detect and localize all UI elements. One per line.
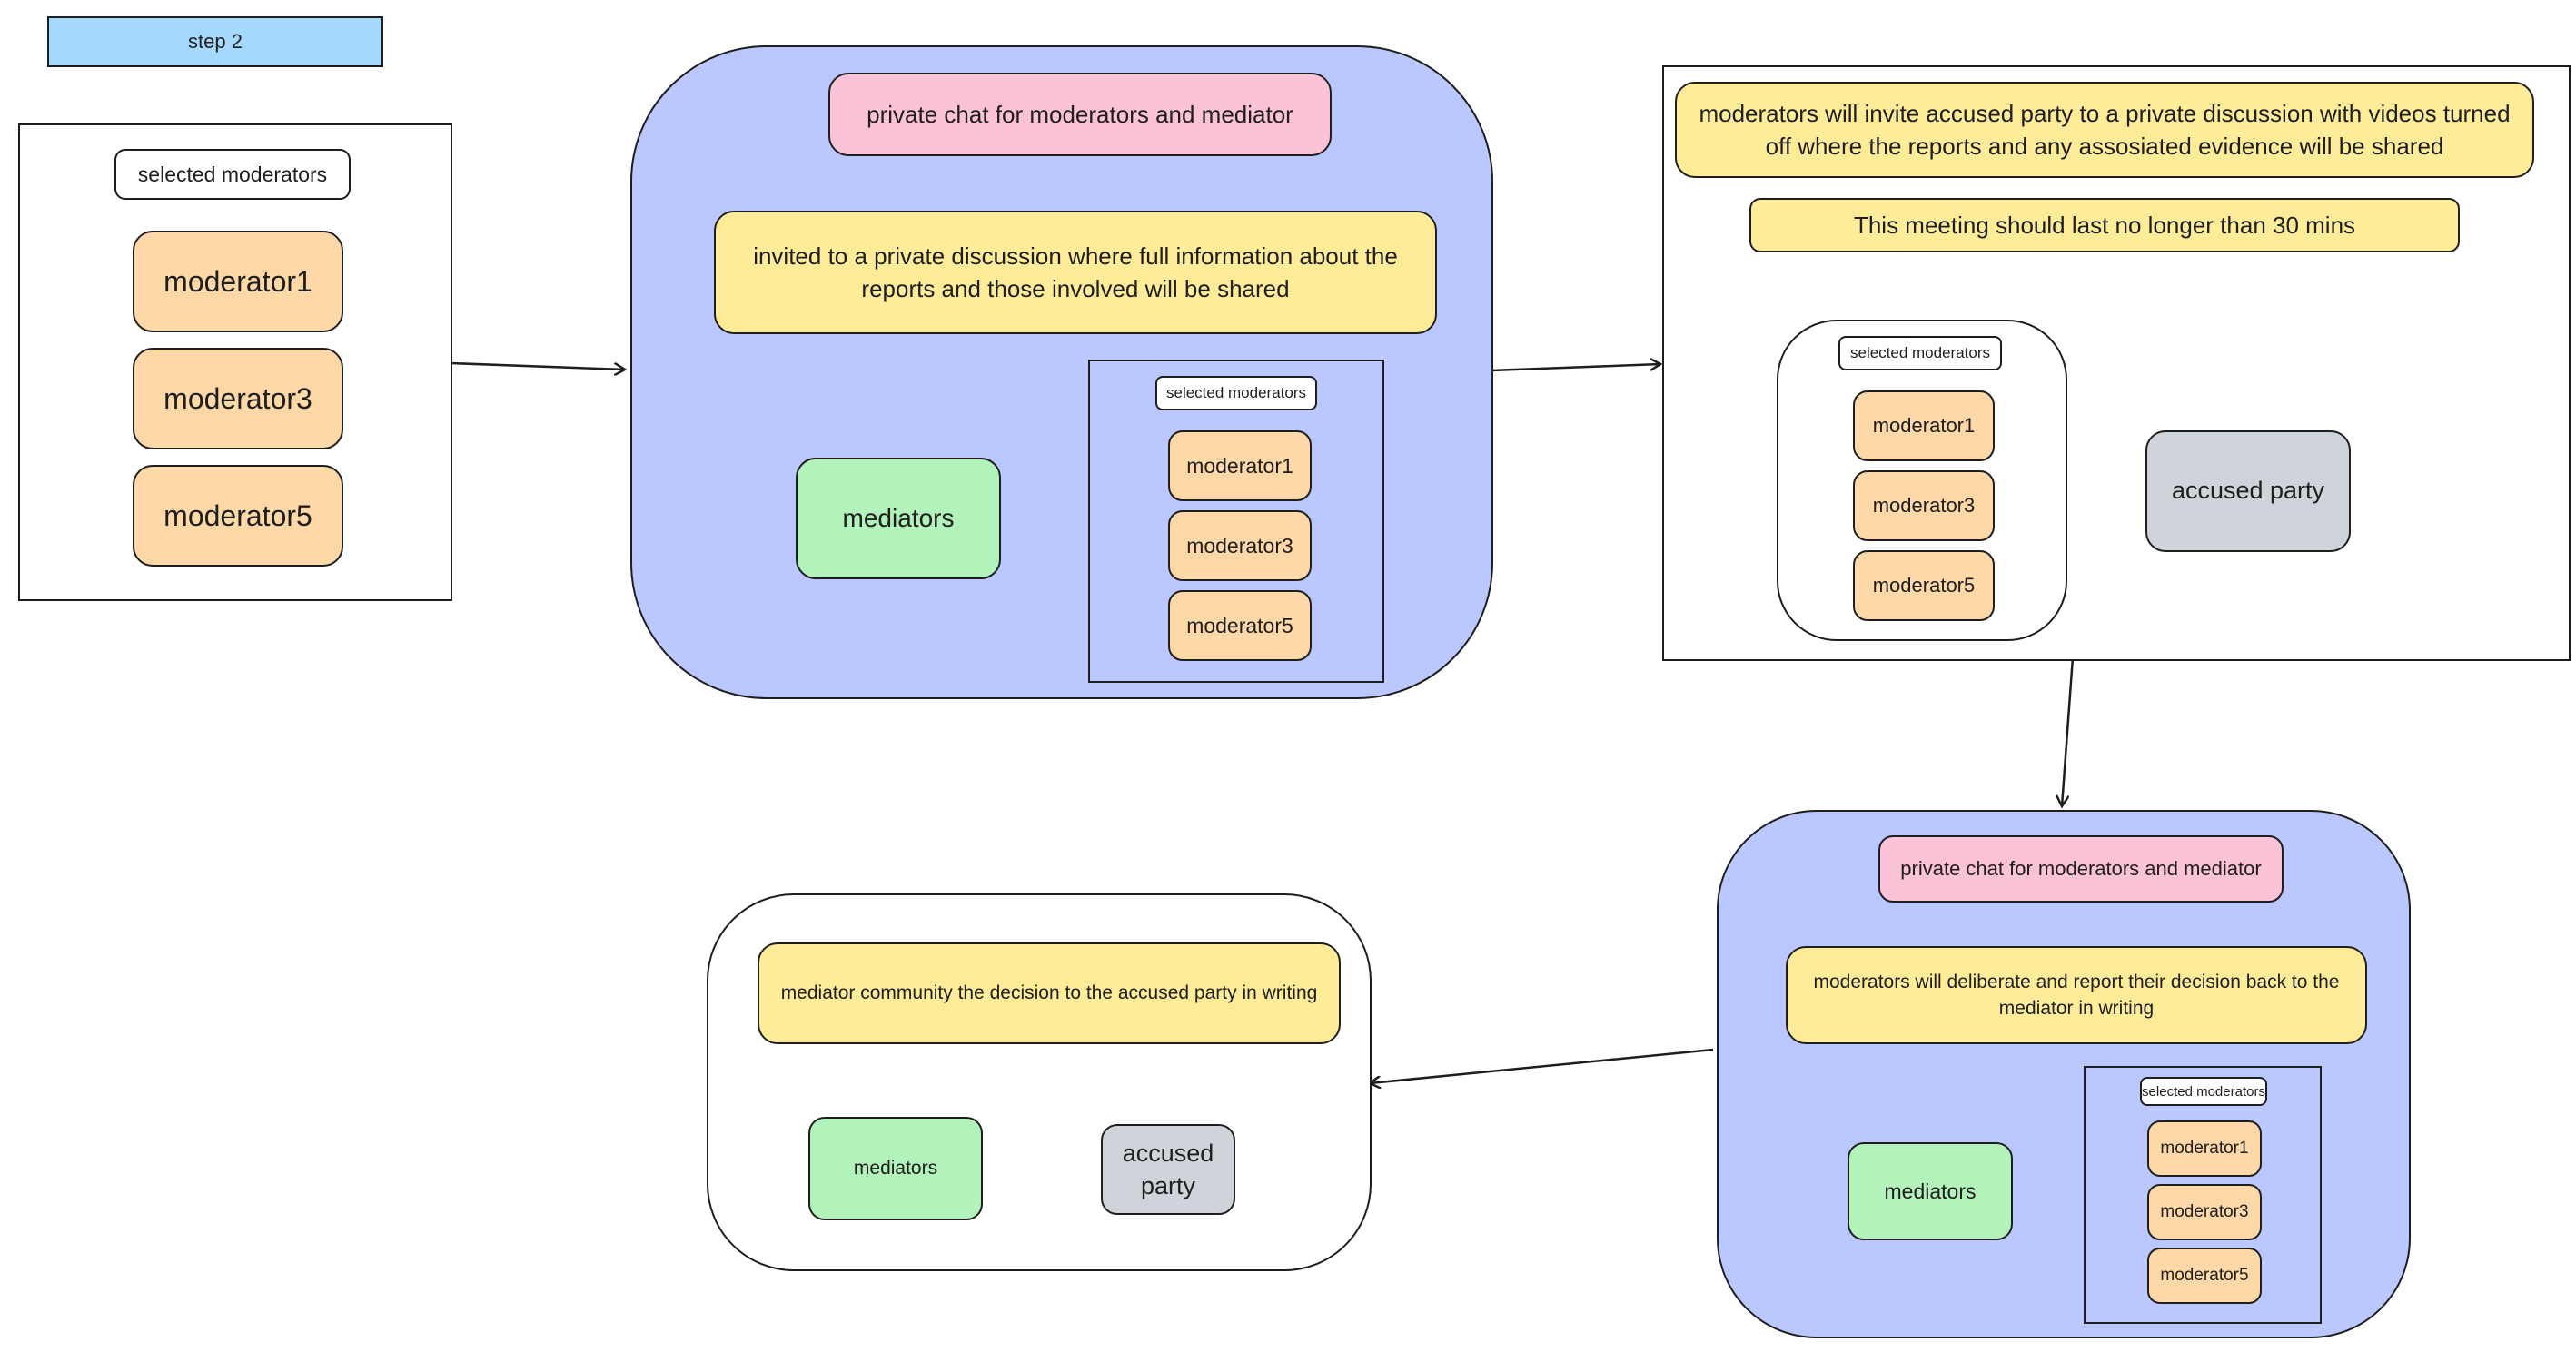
arrow-stage2-to-stage3: [1491, 364, 1660, 372]
stage3-group-label: selected moderators: [1838, 336, 2002, 370]
stage2-note: invited to a private discussion where fu…: [714, 211, 1437, 334]
stage1-moderator-5-label: moderator5: [163, 498, 312, 532]
stage2-chat-title: private chat for moderators and mediator: [828, 73, 1332, 156]
stage4-chat-title-text: private chat for moderators and mediator: [1900, 856, 2262, 880]
stage2-moderator-1-label: moderator1: [1186, 453, 1293, 478]
stage2-mediators-label: mediators: [842, 504, 955, 533]
step-tag-text: step 2: [188, 29, 243, 53]
stage3-group-label-text: selected moderators: [1849, 344, 1991, 362]
stage4-mediators-label: mediators: [1884, 1179, 1977, 1203]
stage2-mediators[interactable]: mediators: [796, 458, 1001, 579]
stage2-moderator-5-label: moderator5: [1186, 613, 1293, 637]
stage3-moderator-5-label: moderator5: [1872, 573, 1976, 597]
stage4-moderator-5[interactable]: moderator5: [2147, 1248, 2262, 1304]
stage4-moderator-3-label: moderator3: [2160, 1201, 2249, 1221]
stage4-moderator-group: [2084, 1066, 2322, 1324]
arrow-stage3-to-stage4: [2062, 656, 2075, 806]
stage4-group-label-text: selected moderators: [2142, 1083, 2265, 1100]
stage4-moderator-1-label: moderator1: [2160, 1138, 2249, 1158]
stage3-accused-party[interactable]: accused party: [2145, 430, 2351, 552]
stage1-group-label: selected moderators: [114, 149, 351, 200]
stage2-moderator-group: [1088, 360, 1384, 683]
stage5-note-text: mediator community the decision to the a…: [780, 982, 1318, 1004]
stage2-moderator-5[interactable]: moderator5: [1168, 590, 1312, 661]
arrow-stage4-to-stage5: [1370, 1048, 1714, 1083]
stage3-moderator-1[interactable]: moderator1: [1853, 390, 1995, 461]
stage4-note-text: moderators will deliberate and report th…: [1813, 971, 2340, 1019]
stage1-moderator-3-label: moderator3: [163, 381, 312, 415]
stage4-group-label: selected moderators: [2140, 1077, 2267, 1106]
stage1-moderator-3[interactable]: moderator3: [133, 348, 343, 449]
stage5-note: mediator community the decision to the a…: [758, 942, 1341, 1044]
stage3-duration-text: This meeting should last no longer than …: [1853, 211, 2356, 239]
stage1-moderator-5[interactable]: moderator5: [133, 465, 343, 567]
stage4-moderator-3[interactable]: moderator3: [2147, 1184, 2262, 1240]
stage5-accused-party[interactable]: accused party: [1101, 1124, 1235, 1215]
stage2-note-text: invited to a private discussion where fu…: [753, 242, 1398, 302]
stage5-mediators-label: mediators: [853, 1158, 938, 1179]
stage3-moderator-3[interactable]: moderator3: [1853, 470, 1995, 541]
stage4-note: moderators will deliberate and report th…: [1786, 946, 2367, 1044]
stage3-note-text: moderators will invite accused party to …: [1699, 99, 2511, 160]
stage4-moderator-1[interactable]: moderator1: [2147, 1120, 2262, 1177]
stage4-moderator-5-label: moderator5: [2160, 1265, 2249, 1285]
stage3-moderator-5[interactable]: moderator5: [1853, 550, 1995, 621]
arrow-stage1-to-stage2: [450, 361, 625, 370]
stage2-moderator-1[interactable]: moderator1: [1168, 430, 1312, 501]
stage3-note: moderators will invite accused party to …: [1675, 82, 2534, 178]
stage3-duration-note: This meeting should last no longer than …: [1749, 198, 2460, 252]
stage2-moderator-3[interactable]: moderator3: [1168, 510, 1312, 581]
stage2-chat-title-text: private chat for moderators and mediator: [867, 100, 1293, 128]
step-tag: step 2: [47, 16, 383, 67]
stage1-moderator-1-label: moderator1: [163, 264, 312, 298]
stage2-group-label-text: selected moderators: [1165, 384, 1307, 402]
stage5-accused-party-label: accused party: [1122, 1139, 1214, 1199]
stage3-moderator-1-label: moderator1: [1872, 413, 1976, 437]
stage2-group-label: selected moderators: [1155, 376, 1317, 410]
stage2-moderator-3-label: moderator3: [1186, 533, 1293, 558]
stage1-group-label-text: selected moderators: [137, 162, 328, 186]
stage3-accused-party-label: accused party: [2171, 477, 2325, 505]
stage4-chat-title: private chat for moderators and mediator: [1878, 835, 2284, 903]
stage3-moderator-3-label: moderator3: [1872, 493, 1976, 517]
stage4-mediators[interactable]: mediators: [1848, 1142, 2013, 1240]
stage1-moderator-1[interactable]: moderator1: [133, 231, 343, 332]
stage5-mediators[interactable]: mediators: [808, 1117, 983, 1220]
